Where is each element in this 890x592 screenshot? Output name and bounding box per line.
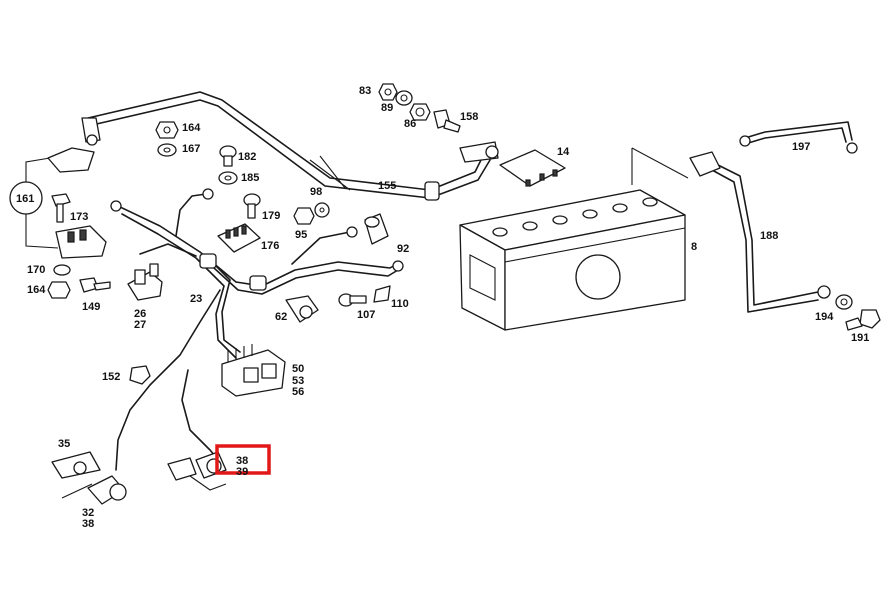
label-179: 179	[262, 210, 280, 222]
label-23: 23	[190, 293, 202, 305]
label-89: 89	[381, 102, 393, 114]
label-92: 92	[397, 243, 409, 255]
washer-194	[835, 294, 853, 310]
screw-179	[243, 193, 261, 219]
label-26: 26	[134, 308, 146, 320]
bolt-191	[845, 309, 881, 331]
label-32: 32	[82, 507, 94, 519]
label-161: 161	[16, 193, 34, 205]
bracket-110	[373, 285, 391, 303]
label-62: 62	[275, 311, 287, 323]
label-173: 173	[70, 211, 88, 223]
washer-98	[314, 202, 330, 218]
screw-149	[79, 277, 111, 293]
label-176: 176	[261, 240, 279, 252]
label-27: 27	[134, 319, 146, 331]
label-35: 35	[58, 438, 70, 450]
ground-cable-188	[689, 121, 858, 313]
washer-89	[395, 90, 413, 106]
label-164-top: 164	[182, 122, 201, 134]
label-194: 194	[815, 311, 834, 323]
relay-26-27	[127, 263, 163, 301]
nut-95	[293, 207, 315, 225]
label-107: 107	[357, 309, 375, 321]
label-38-highlight: 38	[236, 455, 248, 467]
label-167: 167	[182, 143, 200, 155]
wiring-harness-23	[110, 188, 404, 471]
battery-8	[459, 147, 689, 331]
label-155: 155	[378, 180, 396, 192]
label-50: 50	[292, 363, 304, 375]
nut-164-top	[155, 121, 179, 139]
terminal-block-176	[217, 223, 261, 253]
label-53: 53	[292, 375, 304, 387]
washer-170	[53, 264, 71, 276]
cover-14	[499, 149, 566, 187]
bolt-158	[433, 109, 461, 133]
nut-152	[129, 365, 151, 385]
sensor-32-38	[61, 475, 127, 505]
label-182: 182	[238, 151, 256, 163]
label-86: 86	[404, 118, 416, 130]
label-14: 14	[557, 146, 570, 158]
nut-164-left	[47, 281, 71, 299]
label-95: 95	[295, 229, 307, 241]
label-152: 152	[102, 371, 120, 383]
washer-167	[157, 143, 177, 157]
fuse-box-left	[55, 225, 107, 259]
clip-62	[285, 295, 319, 323]
part-labels: 83 89 86 158 164 167 182 185 179 176 98 …	[16, 85, 869, 530]
label-56: 56	[292, 386, 304, 398]
label-191: 191	[851, 332, 869, 344]
main-cable-155	[81, 91, 499, 201]
cover-upper-left	[47, 147, 95, 173]
sensor-35	[51, 451, 101, 479]
label-188: 188	[760, 230, 778, 242]
highlight-box	[215, 444, 271, 475]
label-110: 110	[391, 298, 409, 310]
label-149: 149	[82, 301, 100, 313]
label-185: 185	[241, 172, 259, 184]
bolt-107	[338, 293, 367, 307]
label-164-left: 164	[27, 284, 46, 296]
screw-173	[51, 193, 71, 223]
washer-185	[218, 171, 238, 185]
label-8: 8	[691, 241, 697, 253]
label-98: 98	[310, 186, 322, 198]
battery-cell-caps	[492, 197, 658, 237]
label-197: 197	[792, 141, 810, 153]
relay-161	[9, 157, 59, 249]
connector-50-53-56	[221, 344, 286, 397]
nut-86	[409, 103, 431, 121]
label-38-left: 38	[82, 518, 94, 530]
nut-83	[378, 83, 398, 101]
screw-182	[219, 145, 237, 167]
label-83: 83	[359, 85, 371, 97]
boot-92	[364, 213, 389, 245]
label-158: 158	[460, 111, 478, 123]
label-39: 39	[236, 466, 248, 478]
label-170: 170	[27, 264, 45, 276]
